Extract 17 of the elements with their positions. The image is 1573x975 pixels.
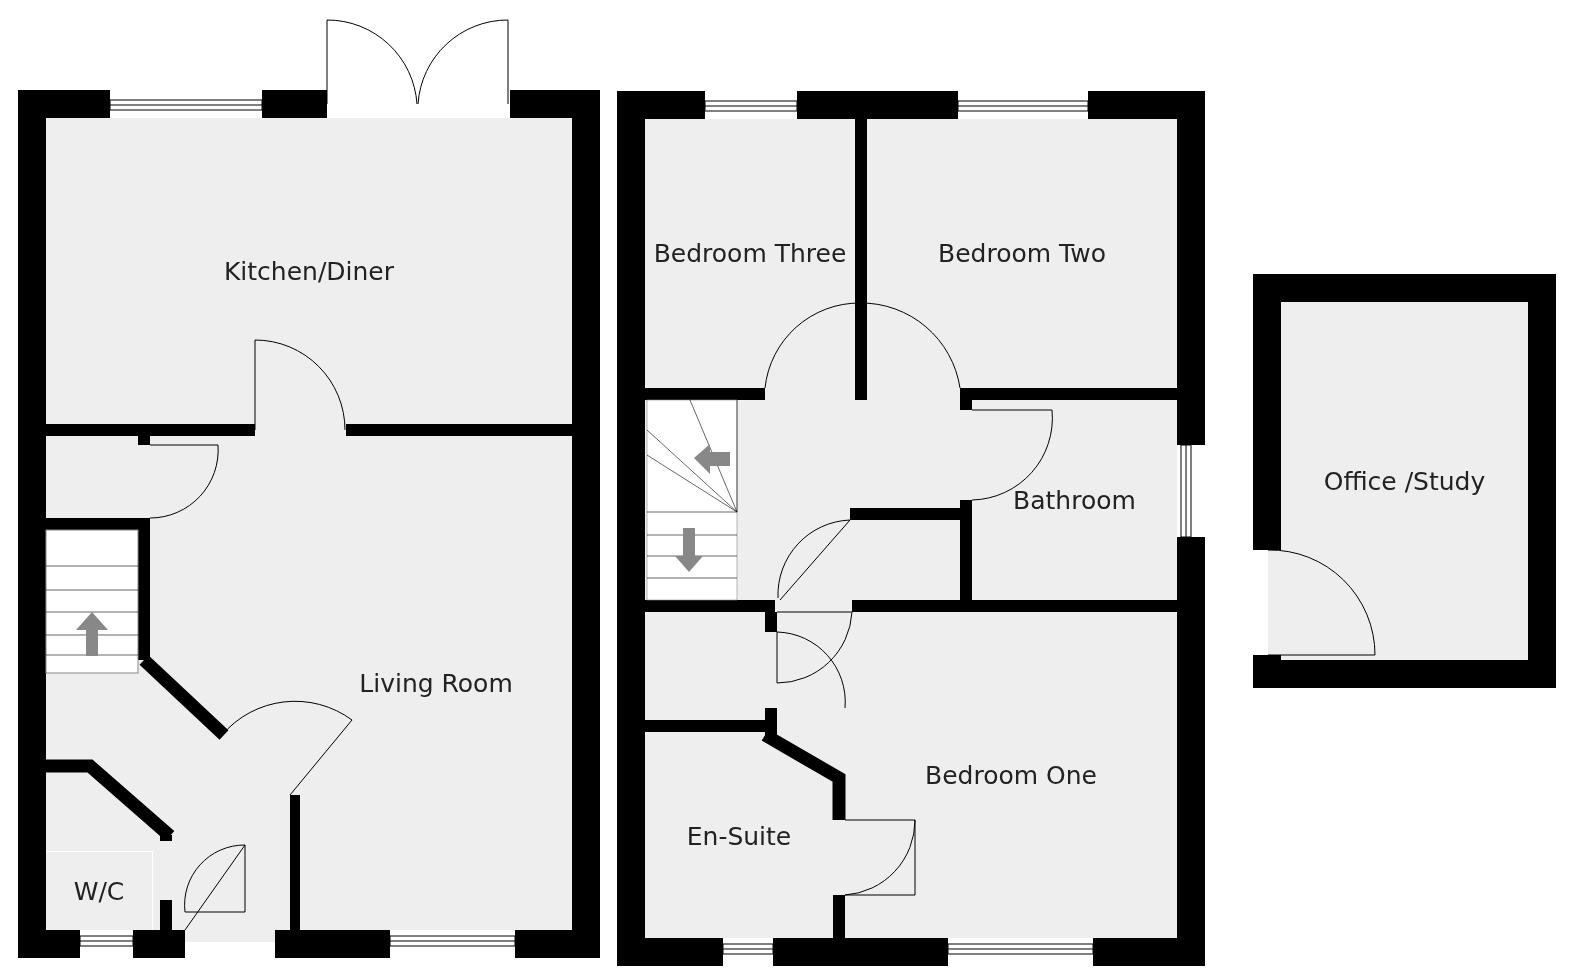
room-label: Living Room bbox=[359, 668, 513, 698]
room-label: Bedroom Three bbox=[653, 239, 847, 268]
room-label: Kitchen/Diner bbox=[223, 256, 395, 286]
room bbox=[845, 612, 1177, 938]
room-label: Bedroom One bbox=[925, 760, 1097, 790]
room bbox=[867, 119, 1177, 388]
room bbox=[46, 118, 572, 424]
room-label: En-Suite bbox=[686, 822, 792, 851]
room bbox=[46, 852, 152, 930]
room-label: Bathroom bbox=[1013, 485, 1136, 515]
room-label: Office /Study bbox=[1323, 466, 1486, 496]
room bbox=[645, 119, 855, 388]
room bbox=[300, 436, 572, 930]
room-label: W/C bbox=[73, 876, 125, 906]
room bbox=[972, 400, 1177, 600]
room bbox=[1281, 302, 1528, 660]
room-label: Bedroom Two bbox=[938, 239, 1106, 268]
